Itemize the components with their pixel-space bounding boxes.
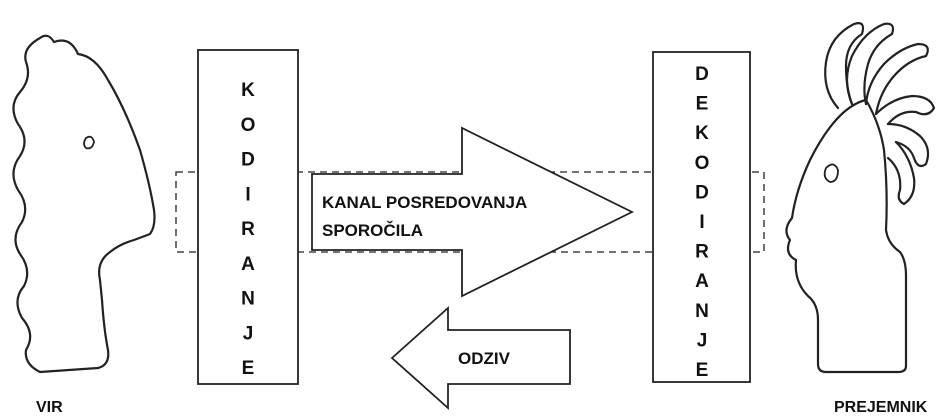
encoding-box [197, 49, 299, 385]
source-label: VIR [36, 399, 63, 416]
decoding-letter: A [695, 271, 709, 292]
receiver-hair-icon [824, 22, 936, 206]
decoding-letter: R [695, 242, 709, 263]
decoding-box [652, 51, 751, 383]
encoding-letter: K [241, 80, 255, 101]
decoding-letter: D [695, 182, 709, 203]
encoding-letter: I [245, 184, 250, 205]
encoding-letter: R [241, 219, 255, 240]
receiver-head-icon [785, 98, 908, 374]
decoding-letter: E [696, 94, 709, 115]
encoding-letter: D [241, 150, 255, 171]
decoding-letter: K [695, 123, 709, 144]
decoding-letter: E [696, 360, 709, 381]
encoding-letter: J [243, 323, 254, 344]
receiver-eye-icon [823, 163, 839, 183]
encoding-letter: O [241, 115, 256, 136]
feedback-arrow [390, 305, 571, 411]
decoding-letter: J [697, 330, 708, 351]
source-head-icon [12, 34, 156, 374]
receiver-label: PREJEMNIK [834, 399, 928, 416]
feedback-label: ODZIV [458, 349, 511, 368]
decoding-letter: N [695, 301, 709, 322]
channel-label-line1: KANAL POSREDOVANJA [322, 193, 527, 212]
channel-label-line2: SPOROČILA [322, 221, 423, 240]
encoding-letter: E [242, 358, 255, 379]
channel-arrow [311, 126, 635, 298]
encoding-letter: A [241, 254, 255, 275]
decoding-letter: I [699, 212, 704, 233]
decoding-letter: O [695, 153, 710, 174]
encoding-letter: N [241, 289, 255, 310]
decoding-letter: D [695, 64, 709, 85]
source-eye-icon [83, 135, 95, 150]
